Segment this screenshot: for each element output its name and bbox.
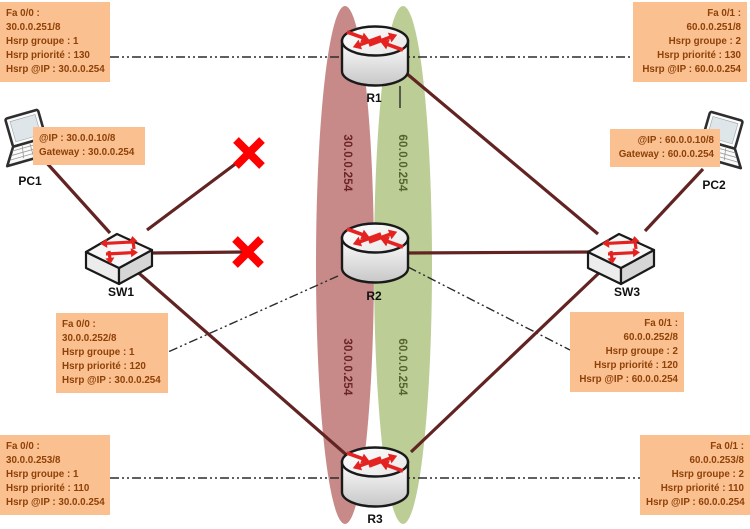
hsrp-leader-r2-right — [407, 266, 571, 351]
switch-icon-sw3 — [586, 232, 656, 286]
router-icon-r2 — [340, 222, 410, 284]
router-icon-r3 — [340, 446, 410, 508]
device-name-r3: R3 — [367, 512, 383, 526]
device-name-pc2: PC2 — [702, 178, 726, 192]
device-name-sw3: SW3 — [613, 285, 640, 299]
device-name-pc1: PC1 — [18, 174, 42, 188]
link-r1-sw3 — [404, 71, 600, 236]
link-sw3-pc2 — [643, 167, 705, 233]
link-r2-sw3 — [407, 250, 593, 255]
hsrp-leader-r2-left — [167, 275, 339, 353]
red-network-vip-label-top: 30.0.0.254 — [341, 134, 353, 192]
link-sw1-r1-broken — [146, 157, 243, 232]
link-pc1-sw1 — [43, 159, 112, 235]
device-name-r1: R1 — [366, 91, 382, 105]
device-name-sw1: SW1 — [107, 285, 134, 299]
red-network-vip-label-bottom: 30.0.0.254 — [341, 338, 353, 396]
broken-link-x-icon-sw1-r2 — [232, 236, 264, 268]
green-network-vip-label-bottom: 60.0.0.254 — [396, 338, 408, 396]
link-sw1-r3 — [131, 266, 352, 460]
green-network-vip-label-top: 60.0.0.254 — [396, 134, 408, 192]
router-icon-r1 — [340, 25, 410, 87]
broken-link-x-icon-sw1-r1 — [233, 137, 265, 169]
device-name-r2: R2 — [366, 289, 382, 303]
link-r3-sw3 — [409, 270, 602, 454]
link-sw1-r2-broken — [151, 250, 246, 255]
